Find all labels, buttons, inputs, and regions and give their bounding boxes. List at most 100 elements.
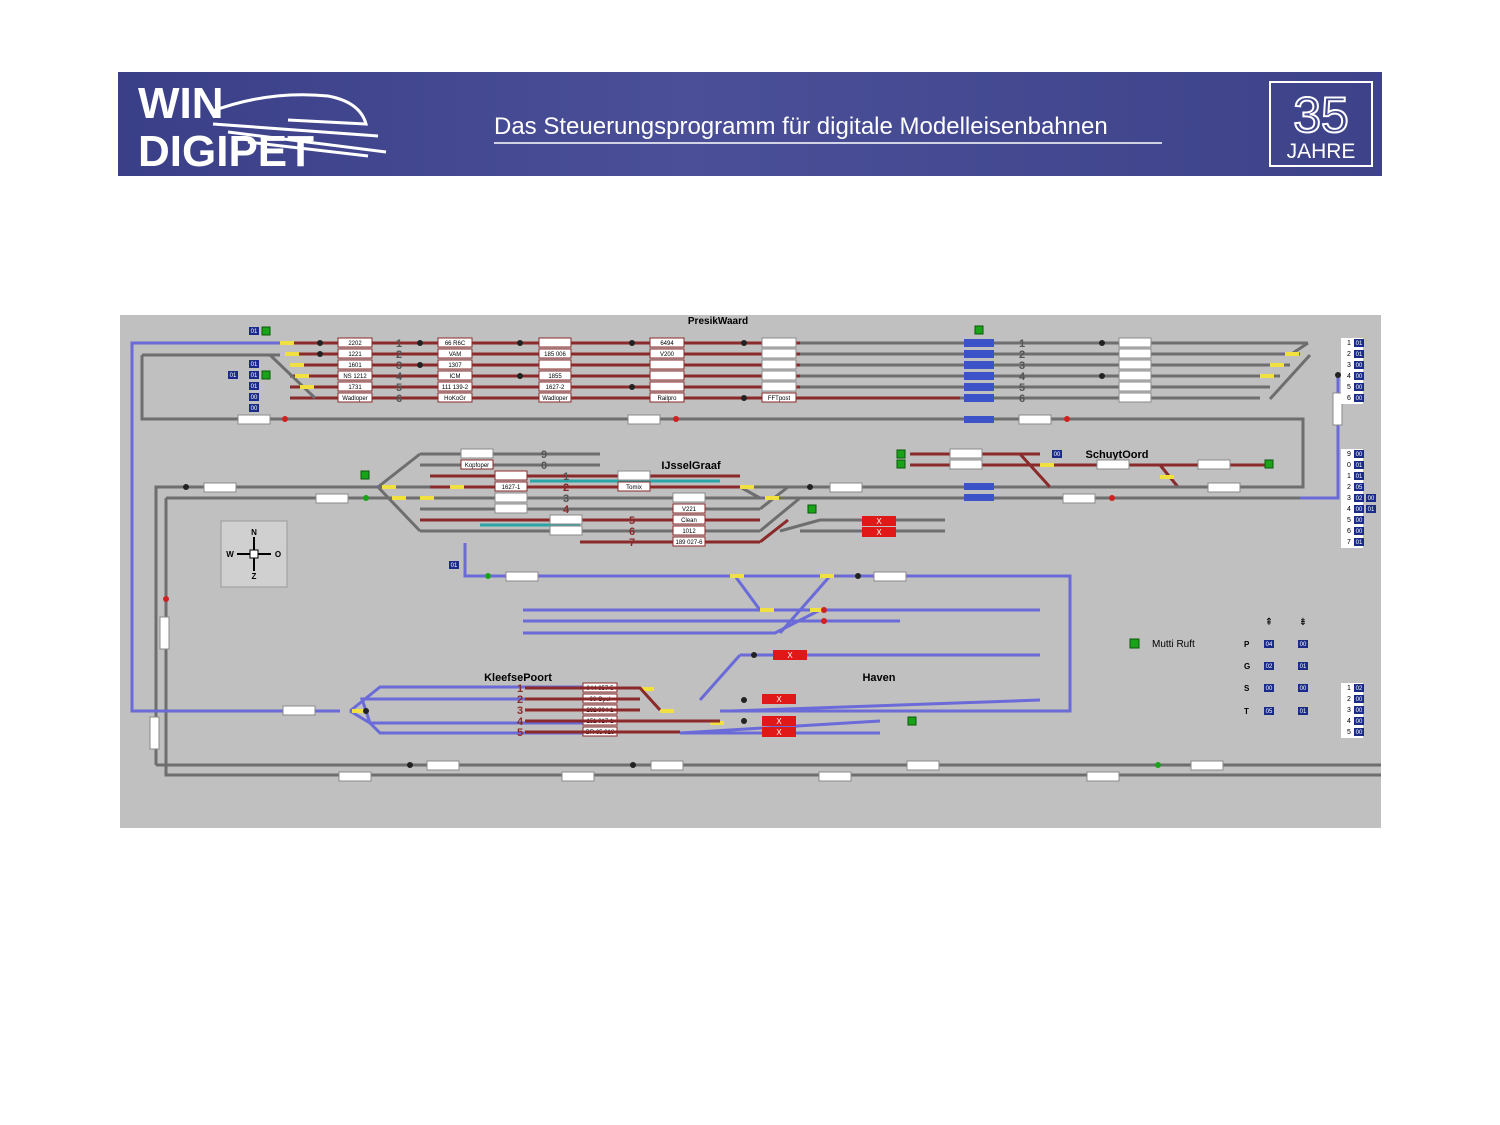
row-number: 5 (1347, 384, 1351, 391)
block-label: 1221 (348, 352, 362, 358)
badge-value: 00 (1356, 719, 1363, 725)
track-number: 1 (563, 471, 569, 483)
compass-east: O (275, 550, 281, 559)
badge-value: 01 (251, 384, 258, 390)
track-number: 7 (629, 537, 635, 549)
track-number: 6 (1019, 393, 1025, 405)
left-badges: 01 01 01 01 00 00 01 01 00 (228, 327, 1062, 569)
badge-value: 00 (1356, 363, 1363, 369)
badge-value: 00 (1356, 507, 1363, 513)
track-number: 1 (396, 338, 402, 350)
occupied-mark: X (876, 517, 882, 526)
ijssel-track-numbers: 9 0 1 2 3 4 5 6 7 (541, 449, 635, 549)
schuyt-blocks (949, 448, 1231, 470)
badge-value: 00 (1300, 686, 1307, 692)
down-arrow-icon: ⇟ (1299, 617, 1307, 628)
track-number: 2 (1019, 349, 1025, 361)
block-label: 6494 (660, 341, 674, 347)
badge-value: 00 (1054, 452, 1061, 458)
top-block-col1: 2202 1221 1601 NS 1212 1731 Wadloper (337, 337, 373, 403)
track-number: 2 (517, 694, 523, 706)
station-label-ijsselgraaf: IJsselGraaf (661, 460, 721, 472)
block-label: 1731 (348, 385, 362, 391)
header-banner: WIN DIGIPET Das Steuerungsprogramm für d… (118, 72, 1382, 176)
top-block-col5: FFTpost (761, 337, 797, 403)
row-number: 3 (1347, 495, 1351, 502)
block-label: 1627-1 (502, 485, 521, 491)
block-label: Clean (681, 518, 697, 524)
badge-value: 00 (1356, 708, 1363, 714)
station-label-kleefsepoort: KleefsePoort (484, 672, 552, 684)
top-block-col4: 6494 V200 Railpro (649, 337, 685, 403)
badge-value: 01 (1356, 352, 1363, 358)
badge-value: 00 (1356, 529, 1363, 535)
badge-value: 00 (251, 395, 258, 401)
track-number: 3 (563, 493, 569, 505)
mutti-ruft-signal-icon[interactable] (1129, 638, 1140, 649)
logo-line-2: DIGIPET (138, 127, 314, 176)
compass-south: Z (252, 572, 257, 581)
block-label: Kopfoper (465, 463, 489, 469)
row-number: 6 (1347, 528, 1351, 535)
track-layout-panel[interactable]: PresikWaard IJsselGraaf SchuytOord Kleef… (120, 315, 1381, 828)
block-label: Tomix (626, 485, 642, 491)
anniversary-number: 35 (1293, 87, 1349, 143)
occupied-blocks: X X X X X X (762, 516, 896, 737)
row-number: 6 (1347, 395, 1351, 402)
badge-value: 01 (251, 373, 258, 379)
badge-value: 01 (1356, 341, 1363, 347)
badge-value: 01 (1300, 709, 1307, 715)
badge-value: 01 (1368, 507, 1375, 513)
track-number: 9 (541, 449, 547, 461)
badge-value: 01 (1356, 463, 1363, 469)
row-number: 2 (1347, 696, 1351, 703)
track-number: 4 (1019, 371, 1026, 383)
track-diagram[interactable]: PresikWaard IJsselGraaf SchuytOord Kleef… (120, 315, 1381, 828)
block-label: 66 R6C (445, 341, 466, 347)
block-label: Wadloper (542, 396, 567, 402)
track-number: 2 (396, 349, 402, 361)
row-number: 1 (1347, 685, 1351, 692)
block-label: 111 139-2 (442, 385, 469, 391)
track-number: 4 (563, 504, 570, 516)
block-label: 1855 (548, 374, 562, 380)
badge-value: 02 (1266, 664, 1273, 670)
top-block-col3: 185 006 1855 1627-2 Wadloper (538, 337, 572, 403)
track-number: 5 (517, 727, 523, 739)
row-number: 4 (1347, 506, 1351, 513)
logo-line-1: WIN (138, 79, 224, 128)
block-label: 1012 (682, 529, 696, 535)
track-number: 5 (396, 382, 402, 394)
badge-value: 01 (230, 373, 237, 379)
badge-value: 00 (251, 406, 258, 412)
badge-value: 00 (1356, 374, 1363, 380)
top-block-col6 (1118, 337, 1152, 403)
badge-value: 01 (1300, 664, 1307, 670)
block-label: 1601 (348, 363, 362, 369)
row-number: 1 (1347, 473, 1351, 480)
station-label-schuytoord: SchuytOord (1086, 449, 1149, 461)
blue-loop (130, 341, 1340, 735)
block-label: 185 006 (544, 352, 566, 358)
block-label: 189 027-6 (675, 540, 703, 546)
crossing-blocks (964, 339, 994, 501)
badge-value: 00 (1266, 686, 1273, 692)
signal-lights[interactable] (163, 340, 1341, 768)
block-label: ICM (450, 374, 461, 380)
badge-value: 02 (1356, 686, 1363, 692)
anniversary-word: JAHRE (1287, 140, 1356, 163)
track-number: 4 (396, 371, 403, 383)
badge-value: 05 (1266, 709, 1273, 715)
green-signals[interactable] (261, 325, 1274, 726)
badge-value: 04 (1266, 642, 1273, 648)
badge-value: 00 (1368, 496, 1375, 502)
station-label-haven: Haven (862, 672, 895, 684)
badge-value: 05 (1356, 485, 1363, 491)
station-label-presikwaard: PresikWaard (688, 316, 748, 327)
kleefse-red-tracks (525, 686, 720, 734)
track-number: 6 (629, 526, 635, 538)
badge-value: 01 (251, 329, 258, 335)
block-label: NS 1212 (343, 374, 367, 380)
kleefse-track-numbers: 1 2 3 4 5 (517, 683, 524, 739)
section-blocks (149, 392, 1343, 782)
